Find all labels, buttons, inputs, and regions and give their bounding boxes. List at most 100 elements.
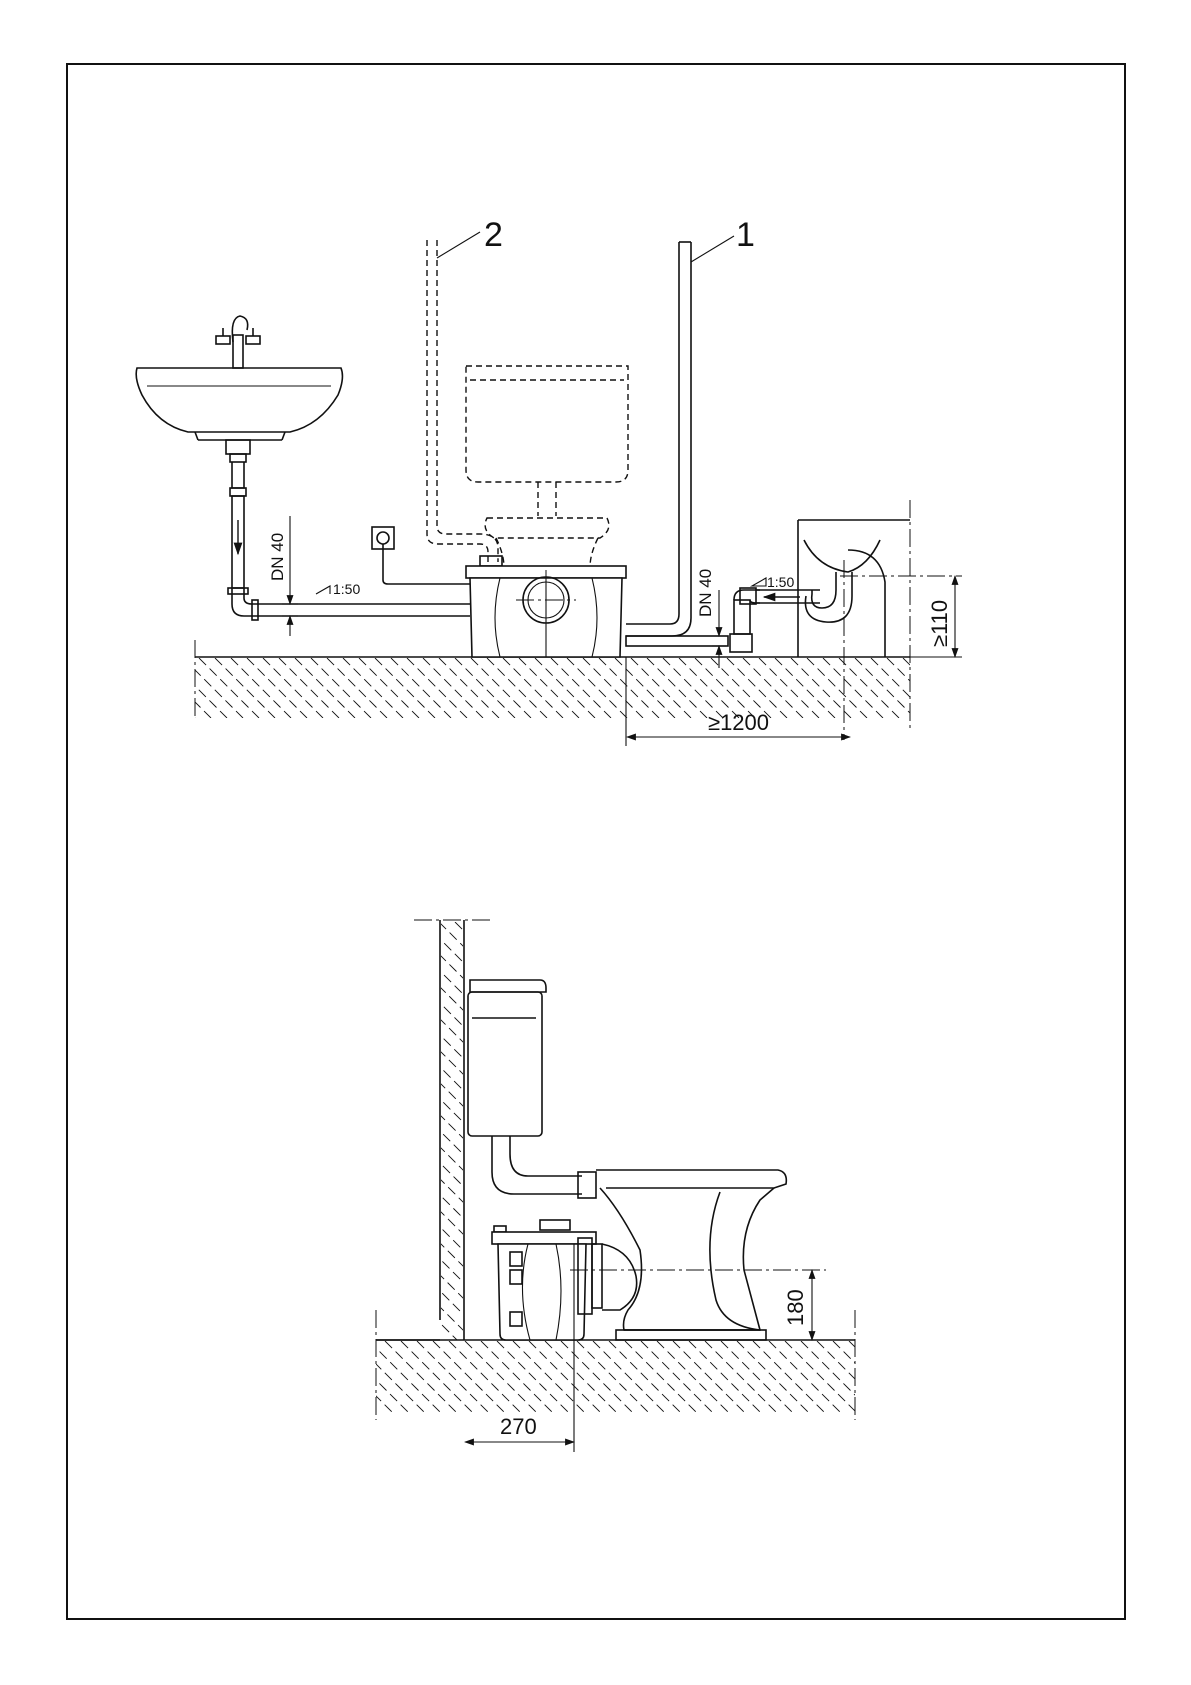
hatch-line xyxy=(817,1341,888,1412)
hatch-line xyxy=(401,1341,472,1412)
hatch-line xyxy=(545,1341,616,1412)
hatch-line xyxy=(487,658,547,718)
callout-1: 1 xyxy=(736,216,755,254)
hatch-line xyxy=(321,1341,392,1412)
pump-unit xyxy=(466,566,626,657)
power-socket xyxy=(372,527,470,584)
hatch-line xyxy=(327,658,387,718)
hatch-line xyxy=(727,922,1145,1340)
hatch-line xyxy=(215,658,275,718)
hatch-line xyxy=(535,658,595,718)
hatch-line xyxy=(561,1341,632,1412)
bottom-figure: 180 270 xyxy=(23,920,1191,1452)
hatch-line xyxy=(369,1341,440,1412)
wc-cistern xyxy=(468,980,596,1198)
hatch-line xyxy=(737,1341,808,1412)
hatch-line xyxy=(567,922,985,1340)
callout-leader-1 xyxy=(691,236,734,262)
hatch-line xyxy=(615,658,675,718)
hatch-line xyxy=(919,658,979,718)
hatch-line xyxy=(71,922,489,1340)
sheet-frame xyxy=(67,64,1125,1619)
hatch-line xyxy=(663,922,1081,1340)
hatch-line xyxy=(823,658,883,718)
dim-height-180: 180 xyxy=(783,1270,812,1340)
sanitary-fixture-right xyxy=(798,520,910,740)
hatch-line xyxy=(807,658,867,718)
hatch-line xyxy=(791,922,1191,1340)
hatch-line xyxy=(807,922,1191,1340)
hatch-line xyxy=(647,922,1065,1340)
hatch-line xyxy=(199,658,259,718)
dim-dn40-right: DN 40 xyxy=(696,569,726,668)
dim-height-110: ≥110 xyxy=(840,576,962,657)
hatch-line xyxy=(343,658,403,718)
dim-label-110: ≥110 xyxy=(927,600,952,647)
slope-marker-right: 1:50 xyxy=(752,574,794,590)
hatch-line xyxy=(679,922,1097,1340)
hatch-line xyxy=(849,1341,920,1412)
hatch-line xyxy=(535,922,953,1340)
hatch-line xyxy=(695,922,1113,1340)
hatch-line xyxy=(103,922,521,1340)
hatch-line xyxy=(583,658,643,718)
washbasin xyxy=(136,316,470,620)
callout-2: 2 xyxy=(484,216,503,254)
hatch-line xyxy=(55,922,473,1340)
pump-unit-side xyxy=(492,1220,826,1340)
hatch-line xyxy=(519,658,579,718)
hatch-line xyxy=(551,922,969,1340)
hatch-line xyxy=(423,922,841,1340)
hatch-line xyxy=(551,658,611,718)
hatch-line xyxy=(801,1341,872,1412)
slope-marker-left: 1:50 xyxy=(316,581,360,597)
hatch-line xyxy=(839,922,1191,1340)
hatch-line xyxy=(887,658,947,718)
hatch-line xyxy=(311,658,371,718)
hatch-line xyxy=(721,1341,792,1412)
hatch-line xyxy=(791,658,851,718)
hatch-line xyxy=(631,922,1049,1340)
hatch-line xyxy=(263,922,681,1340)
hatch-line xyxy=(903,658,963,718)
hatch-line xyxy=(279,658,339,718)
hatch-line xyxy=(775,922,1191,1340)
hatch-line xyxy=(711,922,1129,1340)
hatch-line xyxy=(871,922,1191,1340)
dim-label-dn40-right: DN 40 xyxy=(696,569,715,617)
hatch-line xyxy=(785,1341,856,1412)
hatch-line xyxy=(839,658,899,718)
hatch-line xyxy=(743,922,1161,1340)
hatch-line xyxy=(135,658,195,718)
hatch-line xyxy=(711,658,771,718)
hatch-line xyxy=(263,658,323,718)
top-figure: DN 40 1:50 2 xyxy=(135,216,1027,746)
hatch-line xyxy=(615,922,1033,1340)
hatch-line xyxy=(871,658,931,718)
hatch-line xyxy=(167,658,227,718)
hatch-line xyxy=(695,658,755,718)
hatch-line xyxy=(625,1341,696,1412)
hatch-line xyxy=(855,658,915,718)
hatch-line xyxy=(753,1341,824,1412)
hatch-line xyxy=(359,658,419,718)
hatch-line xyxy=(769,1341,840,1412)
hatch-line xyxy=(503,658,563,718)
hatch-line xyxy=(135,922,553,1340)
hatch-line xyxy=(423,658,483,718)
hatch-line xyxy=(641,1341,712,1412)
hatch-line xyxy=(833,1341,904,1412)
hatch-line xyxy=(567,658,627,718)
hatch-line xyxy=(247,658,307,718)
hatch-line xyxy=(87,922,505,1340)
hatch-line xyxy=(471,658,531,718)
hatch-line xyxy=(897,1341,968,1412)
hatch-line xyxy=(673,1341,744,1412)
hatch-line xyxy=(417,1341,488,1412)
hatch-line xyxy=(305,1341,376,1412)
hatch-line xyxy=(855,922,1191,1340)
hatch-line xyxy=(705,1341,776,1412)
hatch-line xyxy=(231,658,291,718)
hatch-line xyxy=(337,1341,408,1412)
